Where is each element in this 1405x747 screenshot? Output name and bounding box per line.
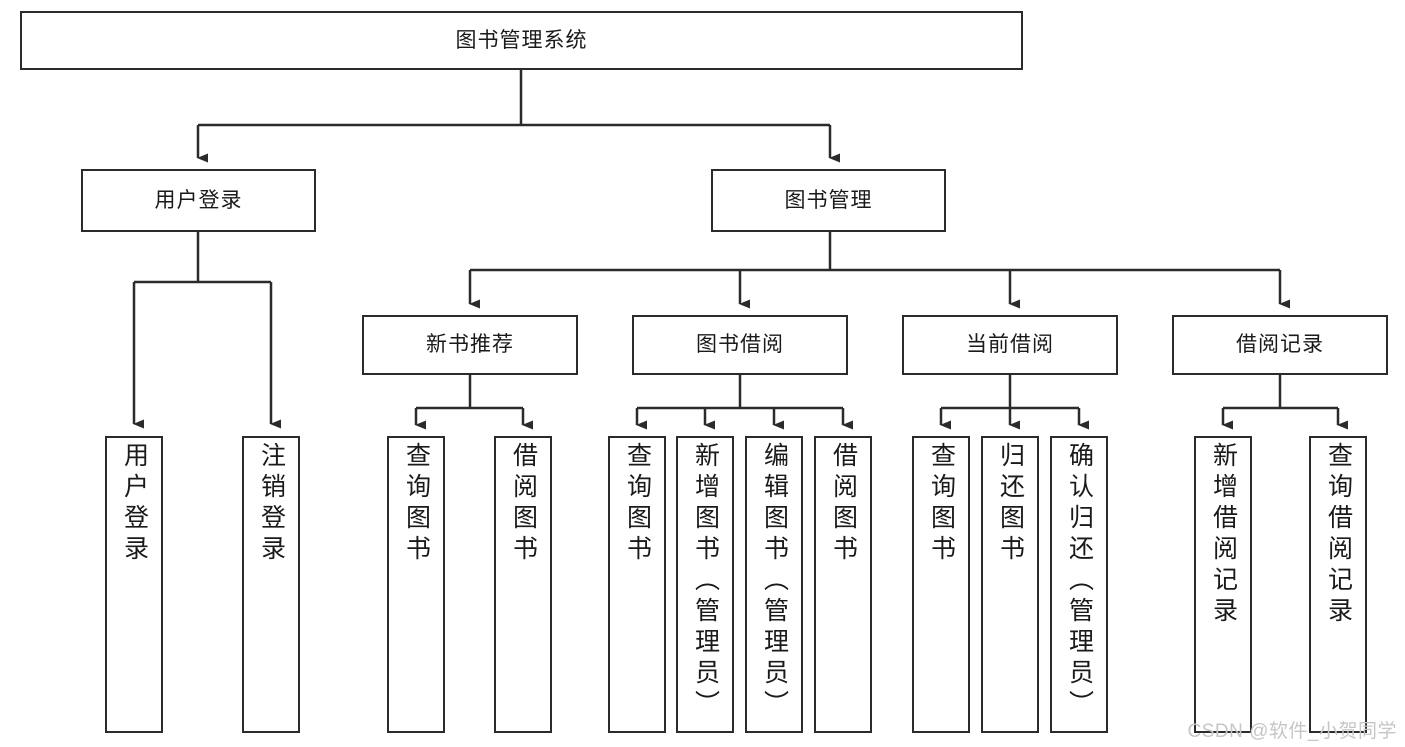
- leaf-current-query-book-label: 查询图书: [927, 442, 956, 566]
- leaf-recommend-borrow-book[interactable]: 借阅图书: [494, 436, 552, 733]
- node-root[interactable]: 图书管理系统: [20, 11, 1023, 70]
- node-book-management[interactable]: 图书管理: [711, 169, 946, 232]
- node-current-borrow[interactable]: 当前借阅: [902, 315, 1118, 375]
- leaf-recommend-borrow-book-label: 借阅图书: [509, 442, 538, 566]
- leaf-user-login-login[interactable]: 用户登录: [105, 436, 163, 733]
- leaf-borrow-borrow-book[interactable]: 借阅图书: [814, 436, 872, 733]
- leaf-borrow-add-book[interactable]: 新增图书（管理员）: [676, 436, 734, 733]
- leaf-record-add-record-label: 新增借阅记录: [1209, 442, 1238, 628]
- leaf-borrow-edit-book-label: 编辑图书（管理员）: [760, 442, 789, 721]
- leaf-current-query-book[interactable]: 查询图书: [912, 436, 970, 733]
- leaf-current-return-book[interactable]: 归还图书: [981, 436, 1039, 733]
- leaf-borrow-query-book[interactable]: 查询图书: [608, 436, 666, 733]
- node-user-login-label: 用户登录: [154, 188, 243, 212]
- leaf-recommend-query-book-label: 查询图书: [402, 442, 431, 566]
- node-borrow-record-label: 借阅记录: [1236, 333, 1324, 357]
- node-book-management-label: 图书管理: [784, 188, 873, 212]
- leaf-current-confirm-return-label: 确认归还（管理员）: [1065, 442, 1094, 721]
- node-new-book-recommend-label: 新书推荐: [426, 333, 514, 357]
- leaf-borrow-query-book-label: 查询图书: [623, 442, 652, 566]
- node-book-borrow[interactable]: 图书借阅: [632, 315, 848, 375]
- node-borrow-record[interactable]: 借阅记录: [1172, 315, 1388, 375]
- leaf-user-login-login-label: 用户登录: [120, 442, 149, 566]
- csdn-watermark: CSDN @软件_小贺同学: [1187, 721, 1397, 742]
- leaf-borrow-add-book-label: 新增图书（管理员）: [691, 442, 720, 721]
- node-user-login[interactable]: 用户登录: [81, 169, 316, 232]
- leaf-recommend-query-book[interactable]: 查询图书: [387, 436, 445, 733]
- leaf-current-return-book-label: 归还图书: [996, 442, 1025, 566]
- leaf-record-query-record-label: 查询借阅记录: [1324, 442, 1353, 628]
- leaf-borrow-edit-book[interactable]: 编辑图书（管理员）: [745, 436, 803, 733]
- leaf-borrow-borrow-book-label: 借阅图书: [829, 442, 858, 566]
- node-root-label: 图书管理系统: [455, 28, 588, 52]
- node-book-borrow-label: 图书借阅: [696, 333, 784, 357]
- leaf-current-confirm-return[interactable]: 确认归还（管理员）: [1050, 436, 1108, 733]
- leaf-user-login-logout-label: 注销登录: [257, 442, 286, 566]
- node-new-book-recommend[interactable]: 新书推荐: [362, 315, 578, 375]
- leaf-record-add-record[interactable]: 新增借阅记录: [1194, 436, 1252, 733]
- node-current-borrow-label: 当前借阅: [966, 333, 1054, 357]
- leaf-user-login-logout[interactable]: 注销登录: [242, 436, 300, 733]
- leaf-record-query-record[interactable]: 查询借阅记录: [1309, 436, 1367, 733]
